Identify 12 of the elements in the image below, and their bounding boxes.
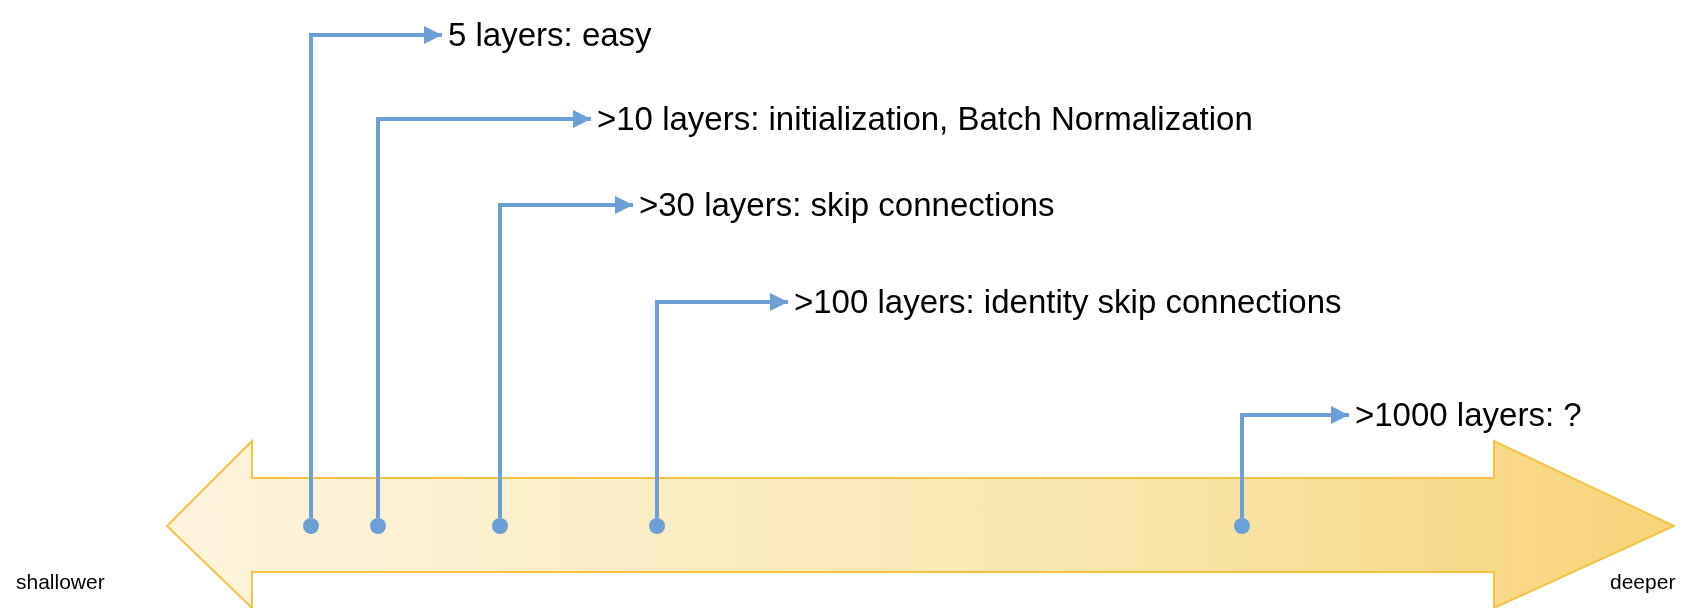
- annotation-text: >10 layers: initialization, Batch Normalization: [597, 100, 1253, 138]
- leader-arrow: [655, 292, 788, 518]
- annotation-text: >30 layers: skip connections: [639, 186, 1055, 224]
- leader-arrow: [376, 109, 591, 518]
- leader-arrow: [1240, 405, 1349, 518]
- axis-end-label: shallower: [16, 570, 105, 594]
- leader-arrow: [498, 195, 633, 518]
- annotation-text: >1000 layers: ?: [1355, 396, 1582, 434]
- annotation-text: 5 layers: easy: [448, 16, 652, 54]
- axis-end-label: deeper: [1610, 570, 1676, 594]
- leader-arrow: [309, 25, 442, 518]
- annotation-text: >100 layers: identity skip connections: [794, 283, 1342, 321]
